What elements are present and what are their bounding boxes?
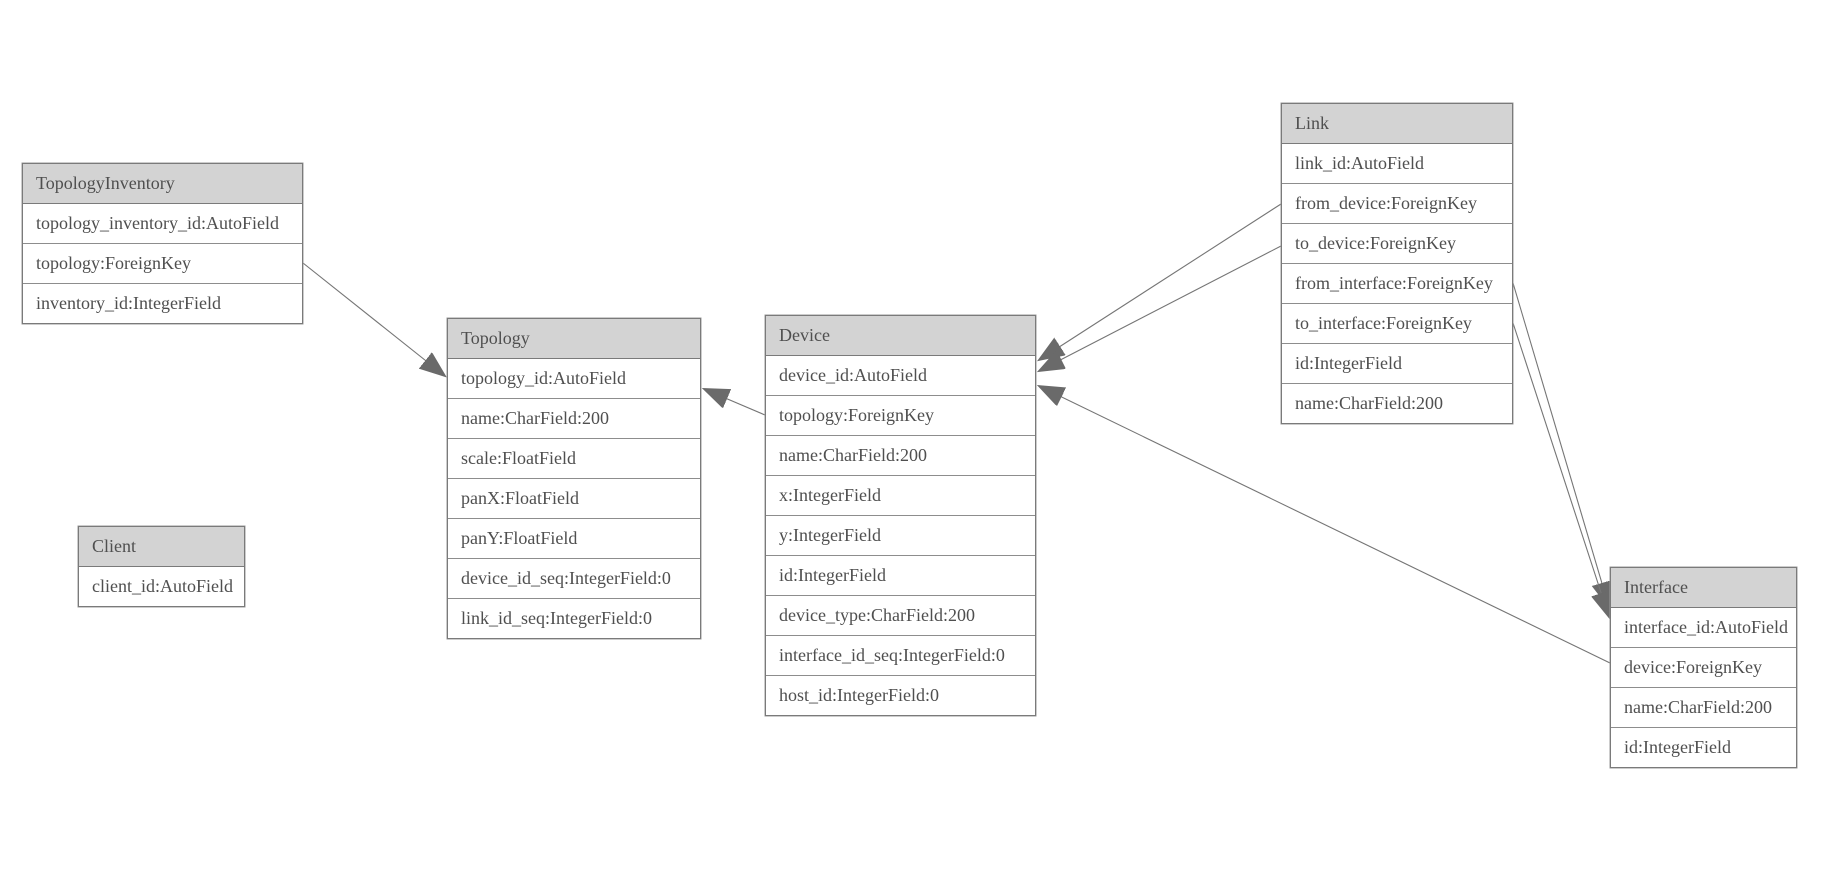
entity-field-row: id:IntegerField — [766, 556, 1035, 596]
entity-field-row: interface_id:AutoField — [1611, 608, 1796, 648]
entity-field-row: device_type:CharField:200 — [766, 596, 1035, 636]
entity-topology-inventory: TopologyInventory topology_inventory_id:… — [22, 163, 303, 324]
entity-field-row: name:CharField:200 — [766, 436, 1035, 476]
entity-field-row: panX:FloatField — [448, 479, 700, 519]
entity-field-row: id:IntegerField — [1282, 344, 1512, 384]
entity-title: Interface — [1611, 568, 1796, 608]
entity-field-row: device:ForeignKey — [1611, 648, 1796, 688]
entity-field-row: name:CharField:200 — [1282, 384, 1512, 423]
relation-arrow-link-to_device — [1039, 245, 1282, 371]
entity-field-row: y:IntegerField — [766, 516, 1035, 556]
entity-field-row: to_device:ForeignKey — [1282, 224, 1512, 264]
entity-field-row: inventory_id:IntegerField — [23, 284, 302, 323]
entity-title: Device — [766, 316, 1035, 356]
entity-field-row: topology_id:AutoField — [448, 359, 700, 399]
relation-arrow-link-from_interface — [1512, 282, 1609, 607]
entity-client: Client client_id:AutoField — [78, 526, 245, 607]
entity-title: Link — [1282, 104, 1512, 144]
entity-field-row: x:IntegerField — [766, 476, 1035, 516]
entity-field-row: client_id:AutoField — [79, 567, 244, 606]
entity-field-row: scale:FloatField — [448, 439, 700, 479]
relation-arrow-topologyinventory-topology — [302, 262, 445, 376]
entity-field-row: name:CharField:200 — [1611, 688, 1796, 728]
entity-field-row: host_id:IntegerField:0 — [766, 676, 1035, 715]
entity-field-row: link_id_seq:IntegerField:0 — [448, 599, 700, 638]
entity-field-row: from_interface:ForeignKey — [1282, 264, 1512, 304]
entity-field-row: panY:FloatField — [448, 519, 700, 559]
entity-field-row: link_id:AutoField — [1282, 144, 1512, 184]
entity-field-row: name:CharField:200 — [448, 399, 700, 439]
entity-field-row: from_device:ForeignKey — [1282, 184, 1512, 224]
entity-title: Topology — [448, 319, 700, 359]
entity-field-row: device_id_seq:IntegerField:0 — [448, 559, 700, 599]
entity-field-row: interface_id_seq:IntegerField:0 — [766, 636, 1035, 676]
entity-field-row: to_interface:ForeignKey — [1282, 304, 1512, 344]
entity-field-row: topology:ForeignKey — [23, 244, 302, 284]
entity-field-row: topology_inventory_id:AutoField — [23, 204, 302, 244]
entity-title: Client — [79, 527, 244, 567]
entity-field-row: device_id:AutoField — [766, 356, 1035, 396]
entity-field-row: id:IntegerField — [1611, 728, 1796, 767]
relation-arrow-link-to_interface — [1512, 322, 1609, 617]
relation-arrow-interface-device — [1039, 386, 1611, 664]
entity-title: TopologyInventory — [23, 164, 302, 204]
relation-arrow-device-topology — [704, 389, 766, 416]
relation-arrow-link-from_device — [1039, 203, 1282, 360]
entity-field-row: topology:ForeignKey — [766, 396, 1035, 436]
entity-fields: client_id:AutoField — [79, 567, 244, 606]
